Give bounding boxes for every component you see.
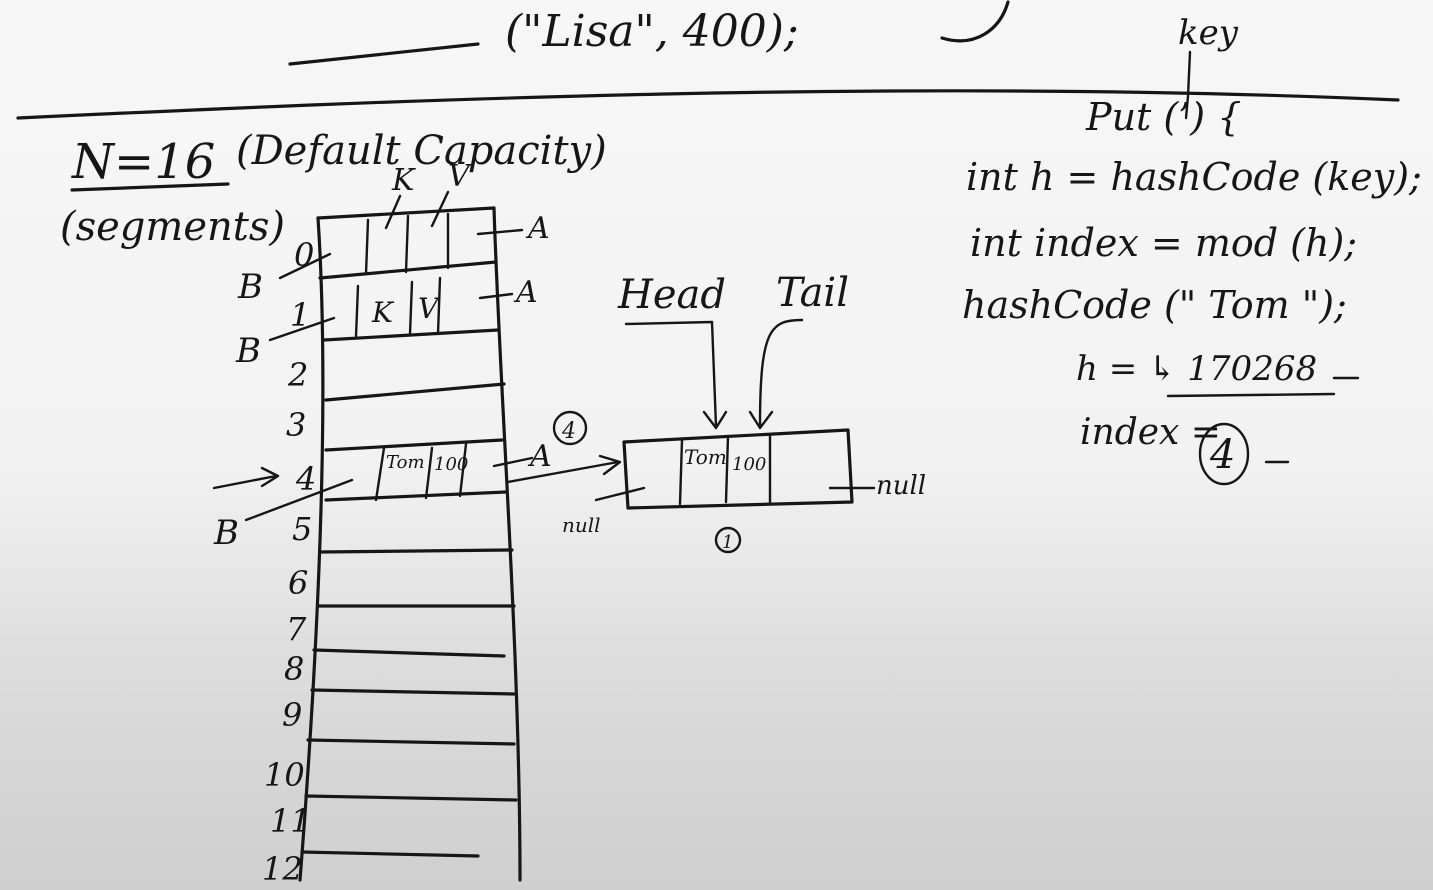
node-number: 1: [722, 532, 733, 553]
row-number: 12: [262, 850, 303, 888]
capacity-note-text: (Default Capacity): [236, 128, 607, 174]
put-text: Put (’) {: [1085, 95, 1241, 139]
row-number: 9: [282, 696, 302, 734]
row-number: 2: [287, 356, 308, 394]
linked-list-node: [622, 428, 854, 510]
row1-after-pointer: [478, 292, 514, 300]
row1-after-label: A: [513, 275, 538, 310]
tail-label: Tail: [776, 270, 849, 316]
row-number: 6: [288, 564, 308, 602]
key-arrow: [1184, 50, 1192, 120]
capacity-underline: [70, 182, 230, 192]
row4-incoming-arrow: [212, 466, 280, 490]
row-number: 3: [286, 406, 306, 444]
row-number: 8: [284, 650, 304, 688]
row4-after-pointer: [492, 456, 534, 468]
row4-index-value: 4: [561, 419, 576, 444]
h-value-underline: [1166, 392, 1336, 398]
head-label: Head: [617, 272, 726, 318]
node-value: 100: [732, 454, 766, 475]
h-value-text: h = ↳ 170268: [1076, 349, 1317, 389]
prev-null-pointer: [594, 486, 646, 502]
column-k-label: K: [391, 163, 416, 198]
row4-before-label: B: [213, 513, 239, 553]
row1-before-label: B: [235, 331, 261, 371]
row4-after-label: A: [527, 439, 552, 474]
row4-value: 100: [434, 454, 468, 475]
row-number: 7: [286, 610, 307, 648]
top-underline: [288, 42, 480, 66]
code-line3: hashCode (" Tom ");: [962, 283, 1347, 327]
row1-key: K: [371, 296, 395, 329]
head-arrow: [624, 320, 728, 430]
row1-value: V: [418, 292, 441, 325]
row-numbers: 0 1 2 3 4 5 6 7 8 9 10 11 12: [262, 236, 316, 888]
row4-before-pointer: [244, 478, 354, 522]
row-number: 0: [294, 236, 314, 274]
row0-after-label: A: [525, 211, 550, 246]
row0-before-label: B: [237, 267, 263, 307]
row-number: 5: [292, 510, 312, 548]
separator-line: [16, 89, 1400, 120]
row4-key: Tom: [386, 452, 425, 473]
row1-before-pointer: [268, 316, 336, 342]
segments-table: [298, 206, 522, 882]
key-label: key: [1178, 13, 1239, 53]
node-number-circle: [714, 526, 742, 554]
row0-after-pointer: [476, 228, 524, 236]
code-line1: int h = hashCode (key);: [966, 155, 1422, 199]
top-call-text: ("Lisa", 400);: [505, 6, 799, 57]
index-label: index =: [1080, 412, 1221, 453]
capacity-text: N=16: [71, 134, 215, 190]
top-brace-stroke: [940, 0, 1010, 43]
row-number: 4: [295, 460, 316, 498]
row4-index-circle: [552, 410, 588, 446]
segments-text: (segments): [60, 204, 285, 250]
row0-before-pointer: [278, 252, 332, 280]
index-circle: [1198, 422, 1250, 486]
row-number: 10: [264, 756, 305, 794]
v-pointer: [430, 190, 450, 228]
column-v-label: V: [448, 159, 473, 194]
row-number: 1: [290, 296, 310, 334]
row4-to-node-arrow: [506, 454, 622, 484]
index-value: 4: [1209, 432, 1235, 478]
next-null-label: null: [876, 471, 926, 501]
node-key: Tom: [684, 445, 727, 469]
prev-null-label: null: [562, 513, 601, 537]
tail-arrow: [748, 318, 804, 430]
code-line2: int index = mod (h);: [970, 221, 1357, 265]
row-number: 11: [270, 802, 311, 840]
k-pointer: [384, 194, 402, 230]
